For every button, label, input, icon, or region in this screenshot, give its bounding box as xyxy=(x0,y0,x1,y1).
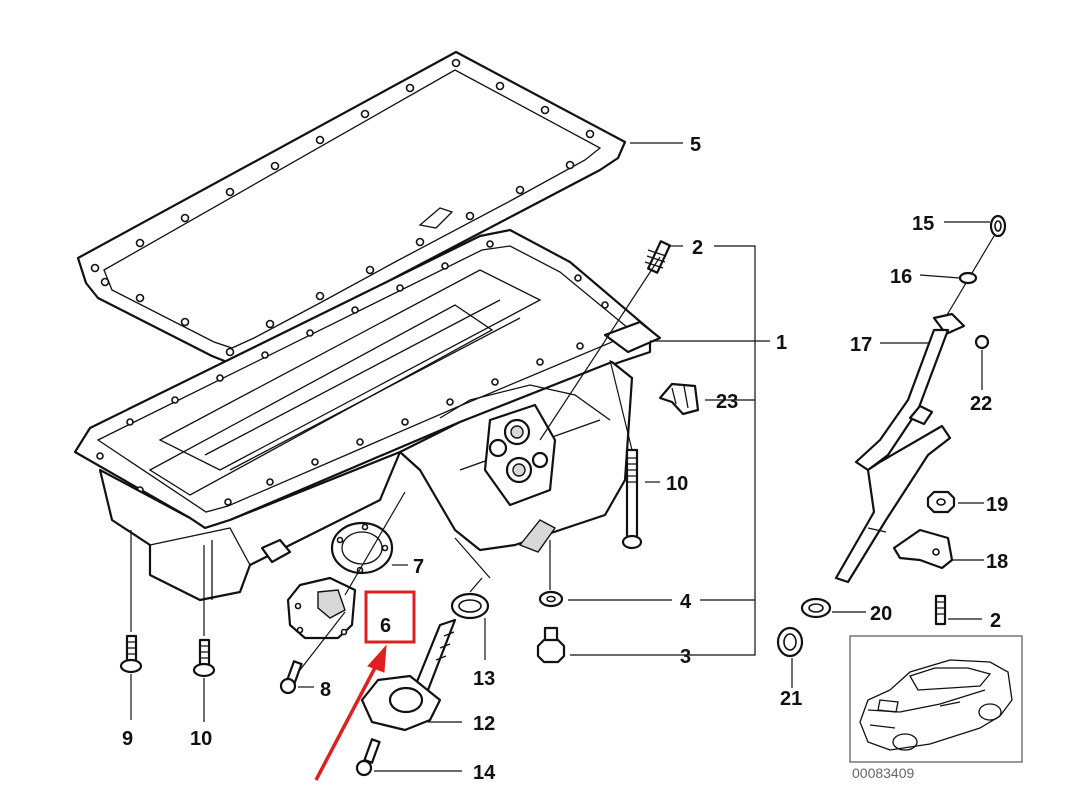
oil-pump-pickup-12 xyxy=(360,618,457,732)
label-21: 21 xyxy=(780,688,802,710)
image-code: 00083409 xyxy=(852,765,915,781)
nut-19 xyxy=(926,490,956,514)
label-5: 5 xyxy=(690,134,701,156)
label-4: 4 xyxy=(680,591,692,613)
label-3: 3 xyxy=(680,646,691,668)
cap-22 xyxy=(974,334,990,350)
label-2a: 2 xyxy=(692,237,703,259)
label-6: 6 xyxy=(380,615,391,637)
leader-lines xyxy=(130,142,990,772)
gasket-5 xyxy=(76,50,627,366)
label-2b: 2 xyxy=(990,610,1001,632)
label-18: 18 xyxy=(986,551,1008,573)
washer-20 xyxy=(800,597,832,619)
label-23: 23 xyxy=(716,391,738,413)
gasket-bolt-holes xyxy=(90,58,595,357)
stud-2b xyxy=(934,594,947,626)
pan-oil-ports xyxy=(483,403,557,507)
label-8: 8 xyxy=(320,679,331,701)
pan-bolt-holes xyxy=(96,240,609,506)
label-19: 19 xyxy=(986,494,1008,516)
oil-pan-1 xyxy=(73,228,662,602)
vehicle-thumbnail: 00083409 xyxy=(849,635,1023,781)
sensor-gasket-7 xyxy=(330,521,394,575)
label-16: 16 xyxy=(890,266,912,288)
label-22: 22 xyxy=(970,393,992,415)
drain-plug-3 xyxy=(536,626,566,664)
part-labels: 5 2 1 23 10 4 3 7 6 8 9 10 13 12 14 15 1… xyxy=(122,134,1008,784)
label-12: 12 xyxy=(473,713,495,735)
o-ring-16 xyxy=(958,271,978,285)
label-7: 7 xyxy=(413,556,424,578)
bolt-9 xyxy=(119,634,143,674)
dipstick-15 xyxy=(943,214,1007,321)
car-icon xyxy=(859,659,1013,751)
label-14: 14 xyxy=(473,762,496,784)
screw-8 xyxy=(279,660,303,695)
label-13: 13 xyxy=(473,668,495,690)
label-11: 10 xyxy=(666,473,688,495)
label-15: 15 xyxy=(912,213,934,235)
washer-4 xyxy=(538,590,564,608)
label-10: 10 xyxy=(190,728,212,750)
label-17: 17 xyxy=(850,334,872,356)
label-1: 1 xyxy=(776,332,787,354)
oil-level-sensor-6 xyxy=(286,576,357,640)
dipstick-guide-tube-17 xyxy=(834,312,966,584)
clip-23 xyxy=(658,382,700,416)
stud-2a xyxy=(644,240,671,274)
highlight-part-6 xyxy=(314,590,416,781)
o-ring-13 xyxy=(450,592,490,620)
bracket-18 xyxy=(892,528,954,570)
label-9: 9 xyxy=(122,728,133,750)
screw-14 xyxy=(355,738,381,777)
bolt-10 xyxy=(192,638,216,678)
label-20: 20 xyxy=(870,603,892,625)
seal-ring-21 xyxy=(776,626,804,658)
